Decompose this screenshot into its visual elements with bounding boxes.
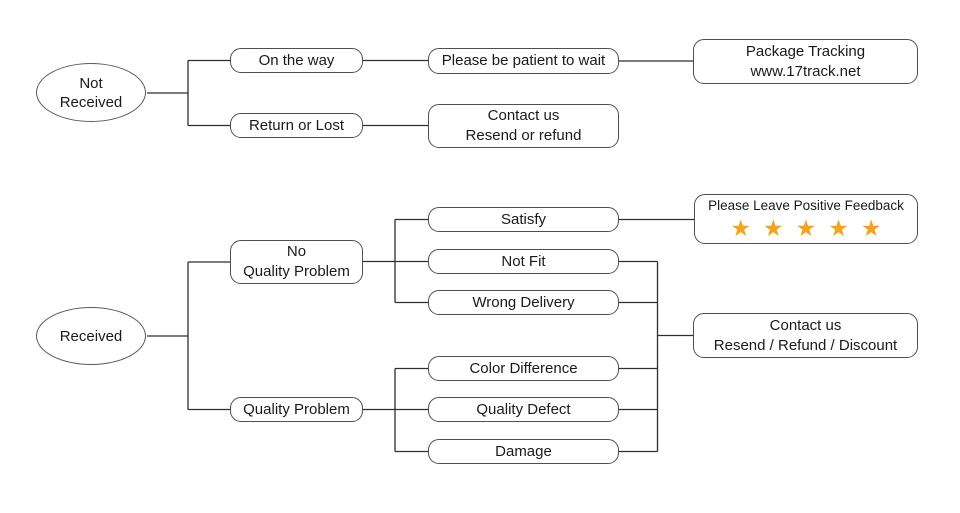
node-received-label: Received (59, 327, 123, 345)
node-contact-us-resend-refund-discount-line2: Resend / Refund / Discount (713, 336, 898, 354)
connector-received-tree (147, 261, 230, 411)
node-positive-feedback-label: Please Leave Positive Feedback (708, 198, 904, 213)
node-return-or-lost-label: Return or Lost (248, 116, 345, 134)
node-not-fit: Not Fit (428, 249, 619, 274)
node-contact-us-resend-refund-line1: Contact us (487, 107, 560, 124)
node-return-or-lost: Return or Lost (230, 113, 363, 138)
node-not-received-label-line1: Not (79, 74, 103, 92)
node-package-tracking: Package Tracking www.17track.net (693, 39, 918, 84)
node-contact-us-resend-refund-discount: Contact us Resend / Refund / Discount (693, 313, 918, 358)
node-contact-us-resend-refund-discount-line1: Contact us (769, 316, 842, 334)
node-no-quality-problem-label-line2: Quality Problem (243, 263, 350, 280)
node-no-quality-problem: No Quality Problem (230, 240, 363, 284)
node-quality-defect: Quality Defect (428, 397, 619, 422)
node-not-received: Not Received (36, 63, 146, 122)
node-satisfy: Satisfy (428, 207, 619, 232)
node-satisfy-label: Satisfy (500, 210, 546, 228)
connector-quality-branch (363, 367, 428, 453)
node-received: Received (36, 307, 146, 365)
node-quality-problem: Quality Problem (230, 397, 363, 422)
node-not-received-label-line2: Received (59, 93, 123, 111)
connector-not-received-tree (147, 59, 693, 127)
node-contact-us-resend-refund: Contact us Resend or refund (428, 104, 619, 148)
node-package-tracking-url: www.17track.net (750, 62, 861, 80)
node-damage-label: Damage (495, 442, 552, 460)
connector-contact-bus (619, 260, 693, 453)
five-star-rating-icon: ★★★★★ (730, 215, 894, 241)
node-contact-us-resend-refund-line2: Resend or refund (465, 127, 582, 144)
node-not-fit-label: Not Fit (501, 252, 546, 270)
node-quality-problem-label: Quality Problem (243, 400, 350, 418)
node-on-the-way: On the way (230, 48, 363, 73)
node-quality-defect-label: Quality Defect (476, 400, 571, 418)
node-on-the-way-label: On the way (258, 51, 335, 69)
node-damage: Damage (428, 439, 619, 464)
node-no-quality-problem-label-line1: No (286, 243, 307, 260)
node-be-patient: Please be patient to wait (428, 48, 619, 74)
node-wrong-delivery: Wrong Delivery (428, 290, 619, 315)
node-wrong-delivery-label: Wrong Delivery (472, 293, 575, 311)
node-package-tracking-line1: Package Tracking (745, 42, 866, 60)
node-color-difference-label: Color Difference (469, 359, 578, 377)
node-color-difference: Color Difference (428, 356, 619, 381)
connector-no-quality-branch (363, 218, 428, 304)
node-be-patient-label: Please be patient to wait (441, 52, 606, 69)
node-positive-feedback: Please Leave Positive Feedback ★★★★★ (694, 194, 918, 244)
